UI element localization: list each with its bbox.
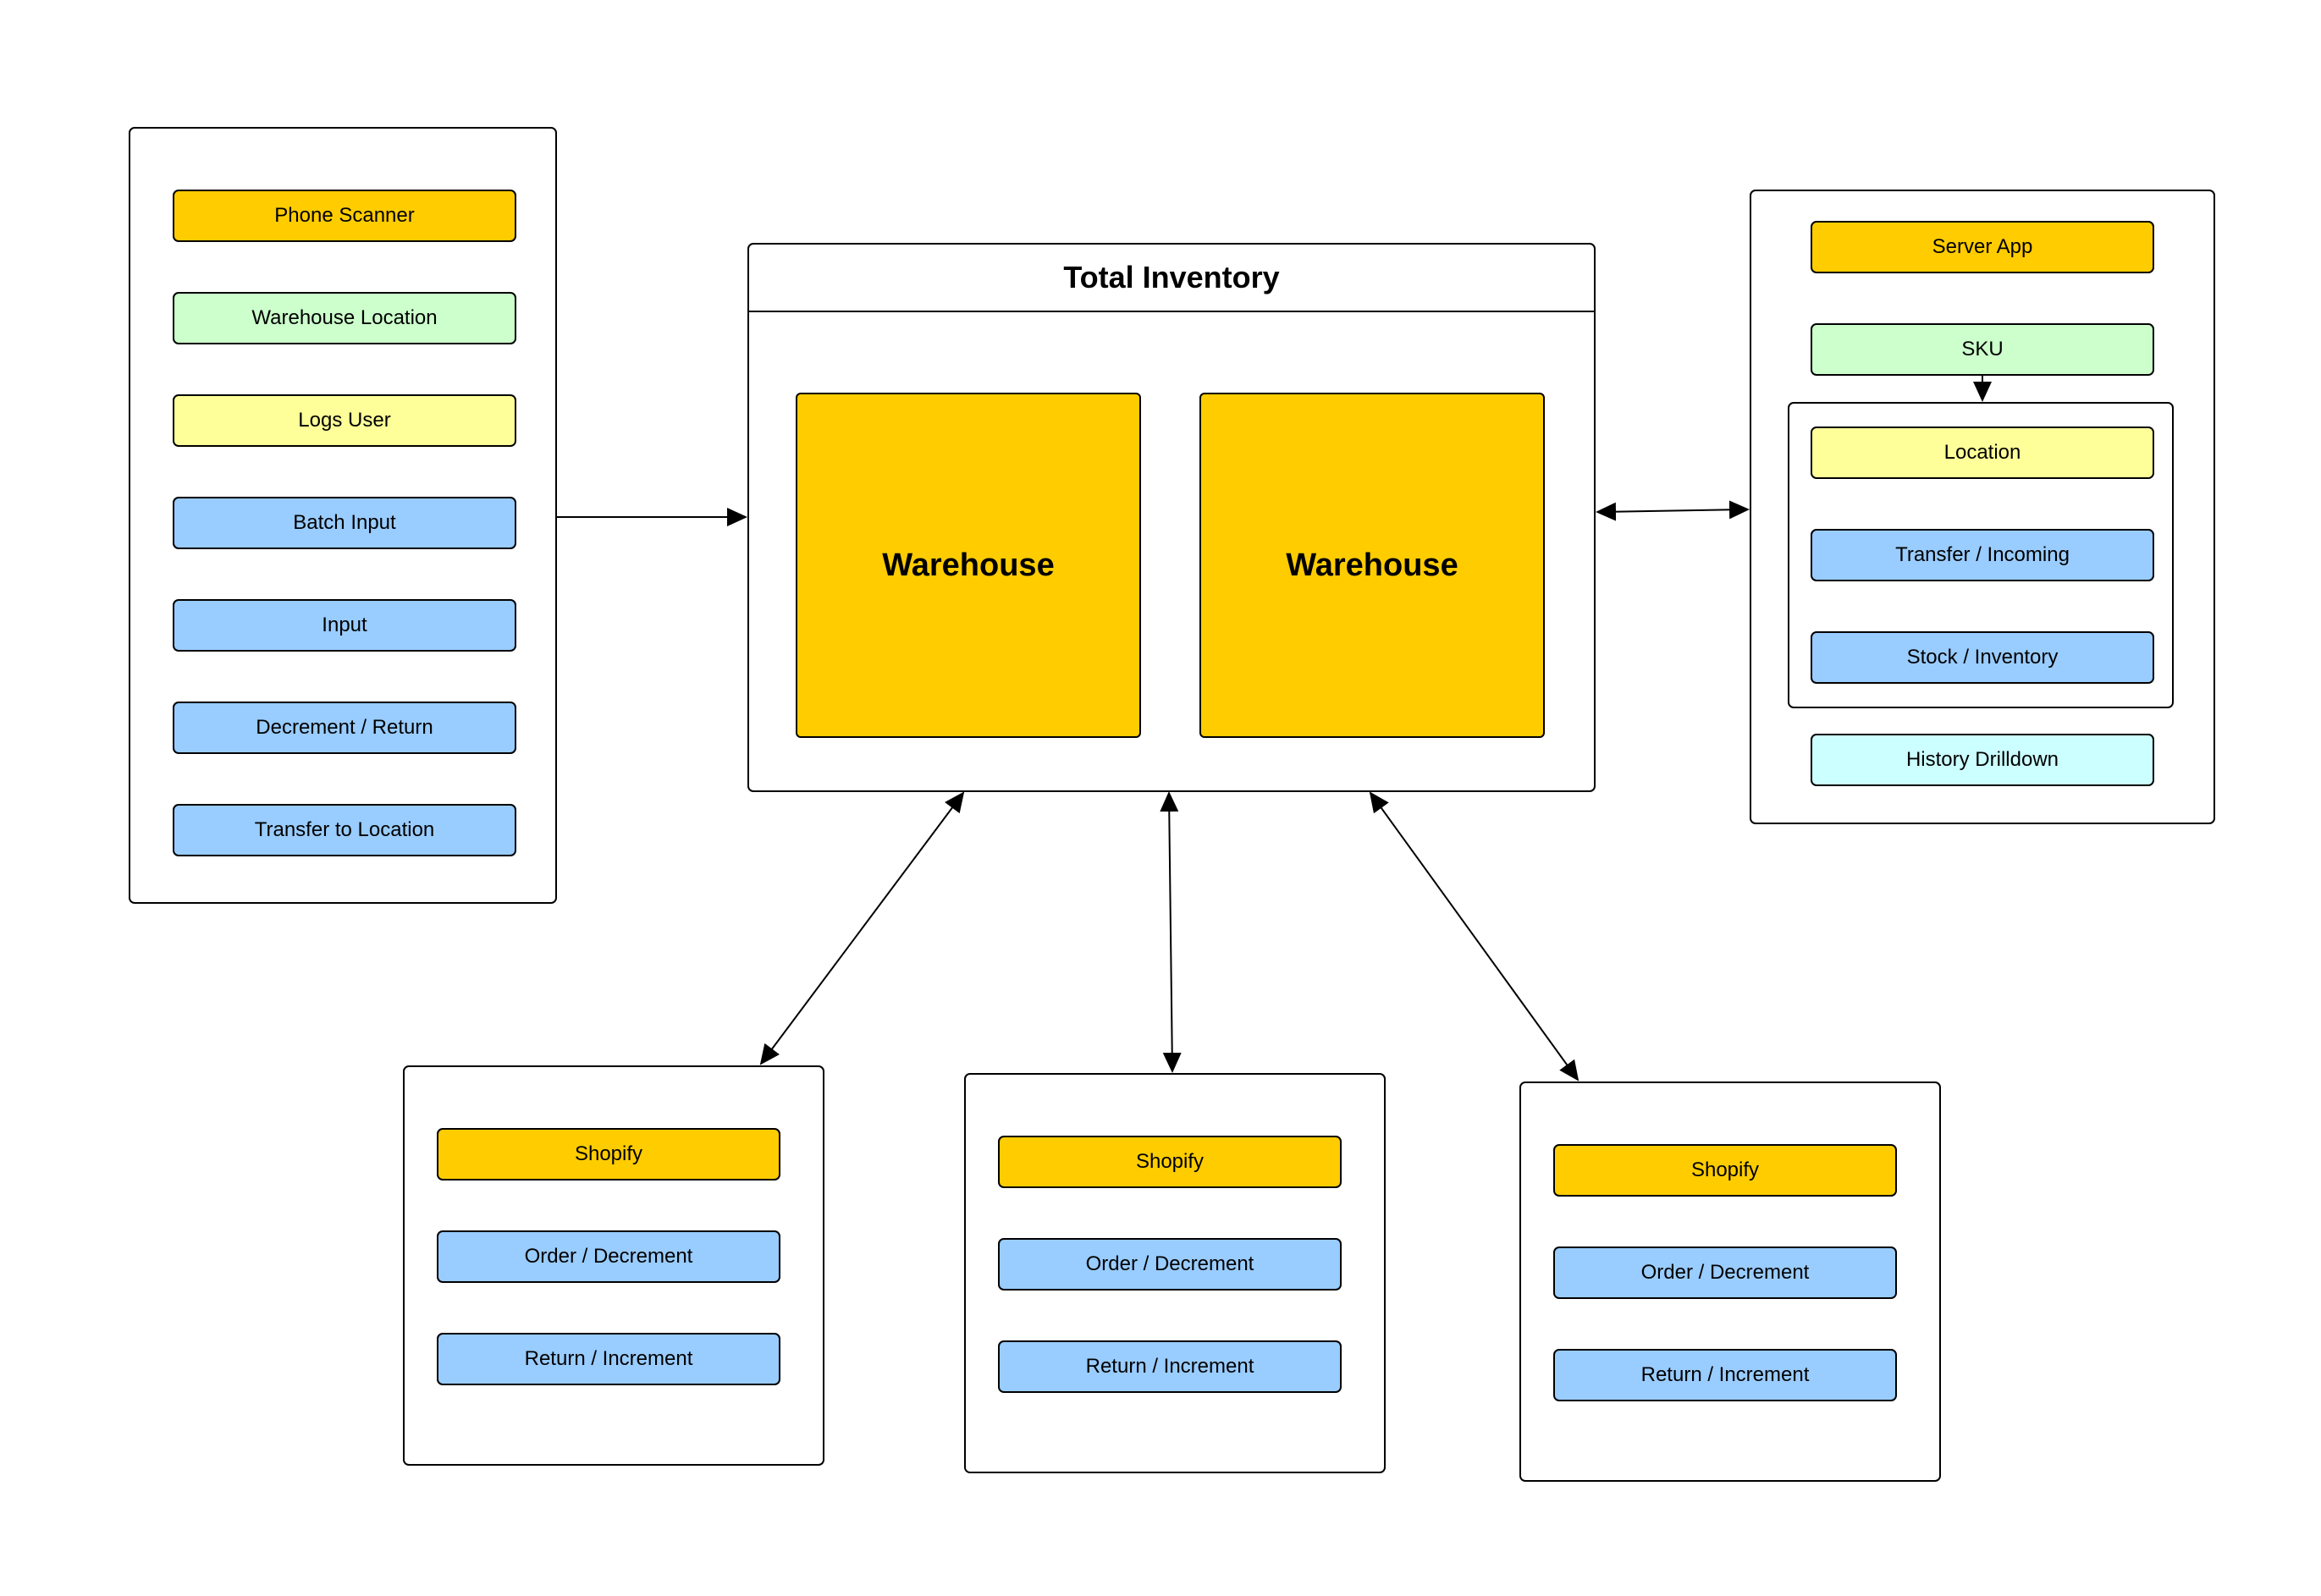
inventory-server-arrow	[1596, 500, 1750, 521]
location-node: Location	[1811, 427, 2154, 479]
total-inventory-title: Total Inventory	[749, 245, 1594, 312]
order-decrement-node: Order / Decrement	[437, 1230, 780, 1283]
logs-user-node: Logs User	[173, 394, 516, 447]
warehouse-node-2: Warehouse	[1199, 393, 1545, 738]
order-decrement-node: Order / Decrement	[998, 1238, 1342, 1291]
sku-node: SKU	[1811, 323, 2154, 376]
transfer-incoming-node: Transfer / Incoming	[1811, 529, 2154, 581]
inventory-shopify-1-arrow	[759, 791, 965, 1065]
server-app-node: Server App	[1811, 221, 2154, 273]
transfer-to-location-node: Transfer to Location	[173, 804, 516, 856]
return-increment-node: Return / Increment	[998, 1340, 1342, 1393]
stock-inventory-node: Stock / Inventory	[1811, 631, 2154, 684]
order-decrement-node: Order / Decrement	[1553, 1247, 1897, 1299]
history-drilldown-node: History Drilldown	[1811, 734, 2154, 786]
phone-scanner-node: Phone Scanner	[173, 190, 516, 242]
batch-input-node: Batch Input	[173, 497, 516, 549]
return-increment-node: Return / Increment	[1553, 1349, 1897, 1401]
shopify-node: Shopify	[1553, 1144, 1897, 1197]
warehouse-node-1: Warehouse	[796, 393, 1141, 738]
return-increment-node: Return / Increment	[437, 1333, 780, 1385]
input-node: Input	[173, 599, 516, 652]
inventory-shopify-2-arrow	[1160, 791, 1182, 1073]
shopify-node: Shopify	[437, 1128, 780, 1180]
shopify-node: Shopify	[998, 1136, 1342, 1188]
inventory-shopify-3-arrow	[1369, 791, 1579, 1081]
decrement-return-node: Decrement / Return	[173, 702, 516, 754]
warehouse-location-node: Warehouse Location	[173, 292, 516, 344]
